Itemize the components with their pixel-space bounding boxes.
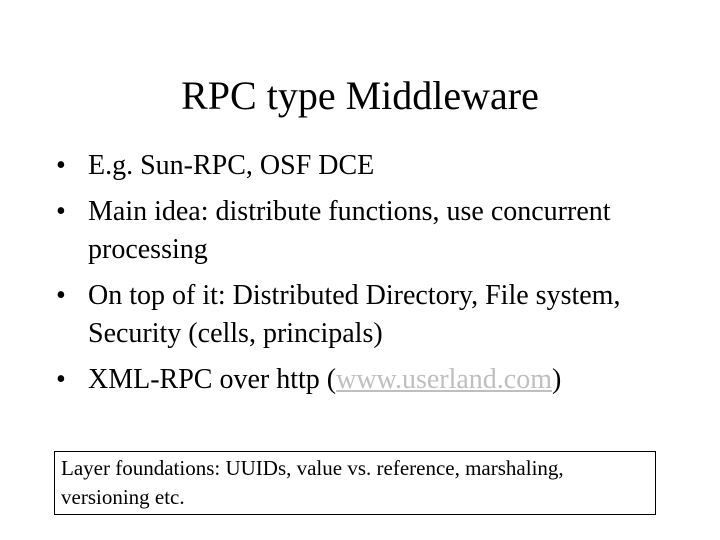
bullet-item-3: • On top of it: Distributed Directory, F… (56, 277, 696, 353)
slide-title: RPC type Middleware (181, 73, 539, 118)
bullet-item-2: • Main idea: distribute functions, use c… (56, 193, 696, 269)
bullet-item-4: • XML-RPC over http (www.userland.com) (56, 361, 696, 399)
bullet-icon: • (56, 364, 66, 395)
bullet-item-1: • E.g. Sun-RPC, OSF DCE (56, 147, 696, 185)
note-box: Layer foundations: UUIDs, value vs. refe… (54, 451, 656, 515)
bullet-icon: • (56, 150, 66, 181)
bullet-icon: • (56, 196, 66, 227)
bullet-text: E.g. Sun-RPC, OSF DCE (88, 150, 375, 181)
bullet-text-suffix: ) (552, 364, 562, 395)
bullet-icon: • (56, 280, 66, 311)
userland-link[interactable]: www.userland.com (336, 364, 553, 395)
bullet-text: Main idea: distribute functions, use con… (88, 196, 611, 265)
bullet-list: • E.g. Sun-RPC, OSF DCE • Main idea: dis… (56, 147, 696, 407)
bullet-text: On top of it: Distributed Directory, Fil… (88, 280, 621, 349)
bullet-text-prefix: XML-RPC over http ( (88, 364, 337, 395)
